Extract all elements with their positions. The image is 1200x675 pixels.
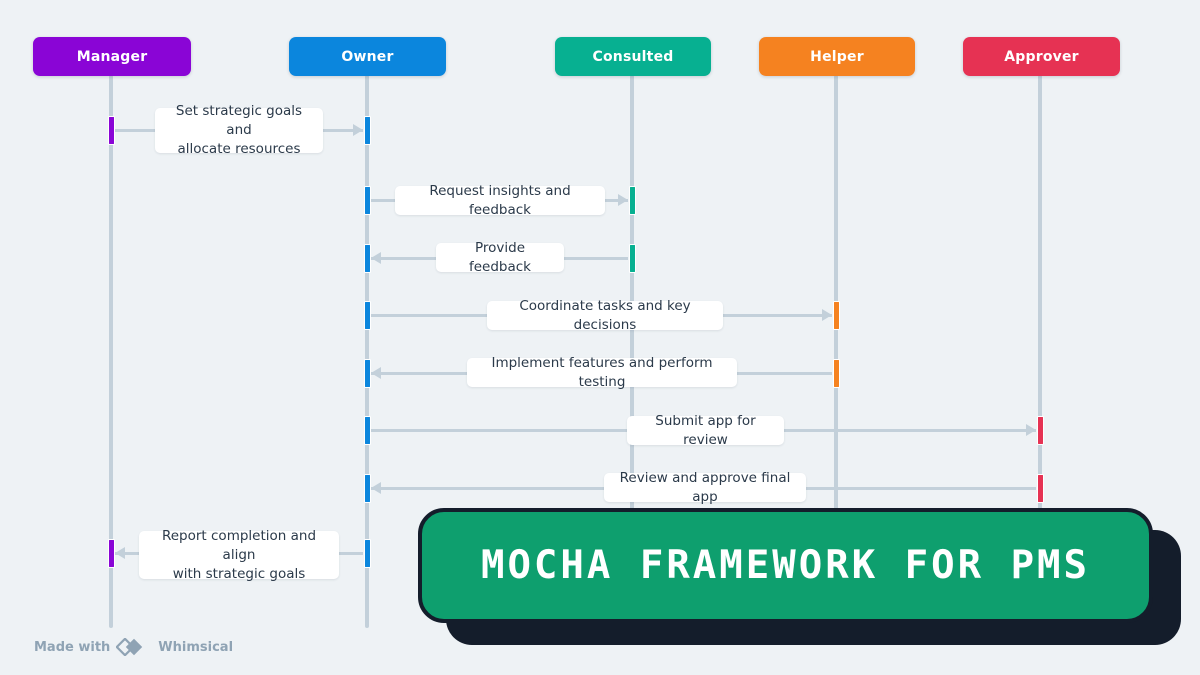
activation-bar-helper (832, 359, 840, 388)
message-label[interactable]: Provide feedback (436, 240, 564, 275)
activation-bar-consulted (628, 244, 636, 273)
arrowhead-left-2 (371, 252, 381, 264)
lifeline-consulted (630, 75, 634, 628)
activation-bar-owner (363, 359, 371, 388)
whimsical-brand-label: Whimsical (158, 639, 234, 655)
activation-bar-owner (363, 416, 371, 445)
activation-bar-owner (363, 244, 371, 273)
message-label[interactable]: Report completion and align with strateg… (139, 528, 339, 582)
message-label[interactable]: Implement features and perform testing (467, 355, 737, 390)
made-with-label: Made with (34, 639, 111, 655)
activation-bar-approver (1036, 416, 1044, 445)
arrowhead-right-3 (822, 309, 832, 321)
banner-title: MOCHA FRAMEWORK FOR PMS (480, 543, 1091, 588)
activation-bar-approver (1036, 474, 1044, 503)
message-label[interactable]: Request insights and feedback (395, 183, 605, 218)
arrowhead-right-1 (618, 194, 628, 206)
activation-bar-owner (363, 186, 371, 215)
message-label[interactable]: Coordinate tasks and key decisions (487, 298, 723, 333)
lifeline-approver (1038, 75, 1042, 628)
actor-header-consulted[interactable]: Consulted (555, 37, 711, 76)
activation-bar-owner (363, 539, 371, 568)
banner-card: MOCHA FRAMEWORK FOR PMS (418, 508, 1153, 623)
activation-bar-owner (363, 116, 371, 145)
activation-bar-helper (832, 301, 840, 330)
made-with-whimsical-footer: Made with Whimsical (34, 638, 233, 656)
lifeline-owner (365, 75, 369, 628)
actor-label: Consulted (592, 48, 674, 65)
arrowhead-left-4 (371, 367, 381, 379)
message-label[interactable]: Submit app for review (627, 413, 784, 448)
actor-label: Approver (1004, 48, 1079, 65)
activation-bar-manager (107, 116, 115, 145)
actor-label: Manager (76, 48, 148, 65)
arrowhead-left-6 (371, 482, 381, 494)
activation-bar-manager (107, 539, 115, 568)
actor-header-helper[interactable]: Helper (759, 37, 915, 76)
actor-header-manager[interactable]: Manager (33, 37, 191, 76)
lifeline-manager (109, 75, 113, 628)
actor-label: Helper (810, 48, 864, 65)
activation-bar-consulted (628, 186, 636, 215)
actor-label: Owner (341, 48, 394, 65)
message-label[interactable]: Review and approve final app (604, 470, 806, 505)
whimsical-diamonds-logo-icon (116, 638, 152, 656)
arrowhead-right-5 (1026, 424, 1036, 436)
activation-bar-owner (363, 474, 371, 503)
message-label[interactable]: Set strategic goals and allocate resourc… (155, 103, 323, 157)
lifeline-helper (834, 75, 838, 628)
arrowhead-left-7 (115, 547, 125, 559)
actor-header-owner[interactable]: Owner (289, 37, 446, 76)
activation-bar-owner (363, 301, 371, 330)
actor-header-approver[interactable]: Approver (963, 37, 1120, 76)
arrowhead-right-0 (353, 124, 363, 136)
